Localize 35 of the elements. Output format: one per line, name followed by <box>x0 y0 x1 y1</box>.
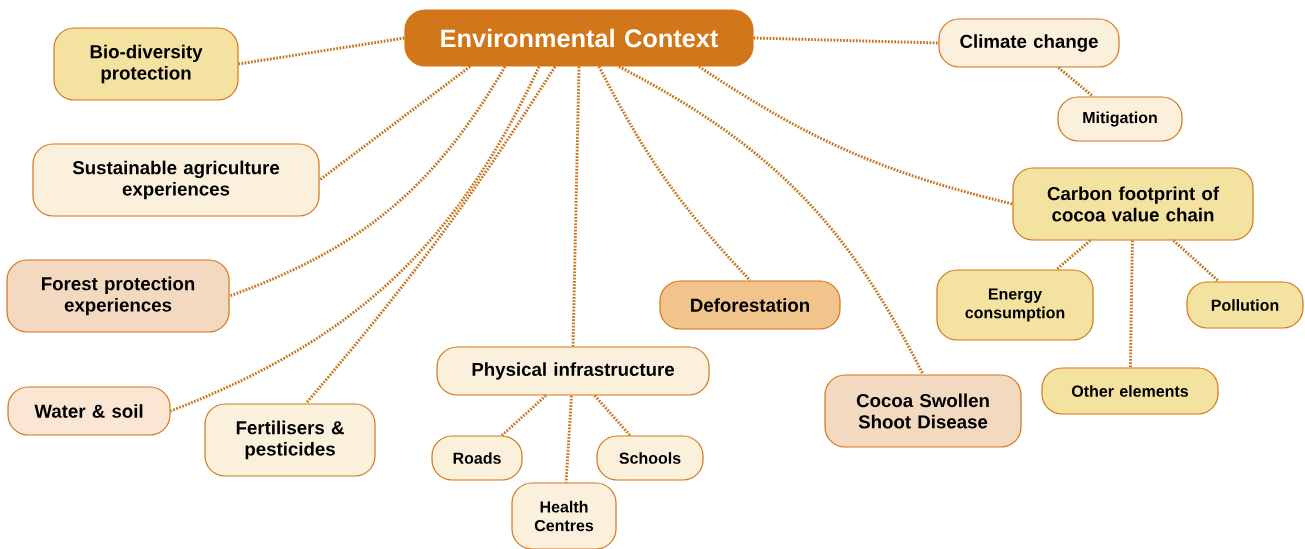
concept-box: Forest protection experiences <box>6 259 230 333</box>
connector-line <box>698 65 1013 206</box>
connector-line <box>571 66 581 347</box>
concept-box: Fertilisers & pesticides <box>204 403 376 477</box>
connector-line <box>597 65 752 282</box>
connector-line <box>170 65 541 413</box>
connector-line <box>500 394 547 437</box>
concept-box: Energy consumption <box>936 269 1094 341</box>
connector-line <box>304 65 557 405</box>
central-topic-box: Environmental Context <box>404 9 754 67</box>
concept-box: Pollution <box>1186 281 1304 329</box>
connector-line <box>564 395 573 483</box>
connector-line <box>753 36 939 45</box>
concept-box: Bio-diversity protection <box>53 27 239 101</box>
concept-box: Health Centres <box>511 482 617 549</box>
concept-box: Other elements <box>1041 367 1219 415</box>
connector-line <box>229 65 507 298</box>
connector-line <box>1055 239 1092 271</box>
connector-line <box>593 394 632 437</box>
concept-box: Schools <box>596 435 704 481</box>
concept-box: Carbon footprint of cocoa value chain <box>1012 167 1254 241</box>
concept-box: Physical infrastructure <box>436 346 710 396</box>
connector-line <box>238 36 405 66</box>
connector-line <box>1057 66 1094 98</box>
concept-box: Roads <box>431 435 523 481</box>
concept-box: Climate change <box>938 18 1120 68</box>
concept-box: Water & soil <box>7 386 171 436</box>
concept-box: Cocoa Swollen Shoot Disease <box>824 374 1022 448</box>
connector-line <box>1172 239 1220 283</box>
connector-line <box>1128 240 1134 368</box>
concept-box: Mitigation <box>1057 96 1183 142</box>
concept-box: Sustainable agriculture experiences <box>32 143 320 217</box>
connector-line <box>318 65 471 182</box>
concept-box: Deforestation <box>659 280 841 330</box>
connector-line <box>618 65 925 376</box>
